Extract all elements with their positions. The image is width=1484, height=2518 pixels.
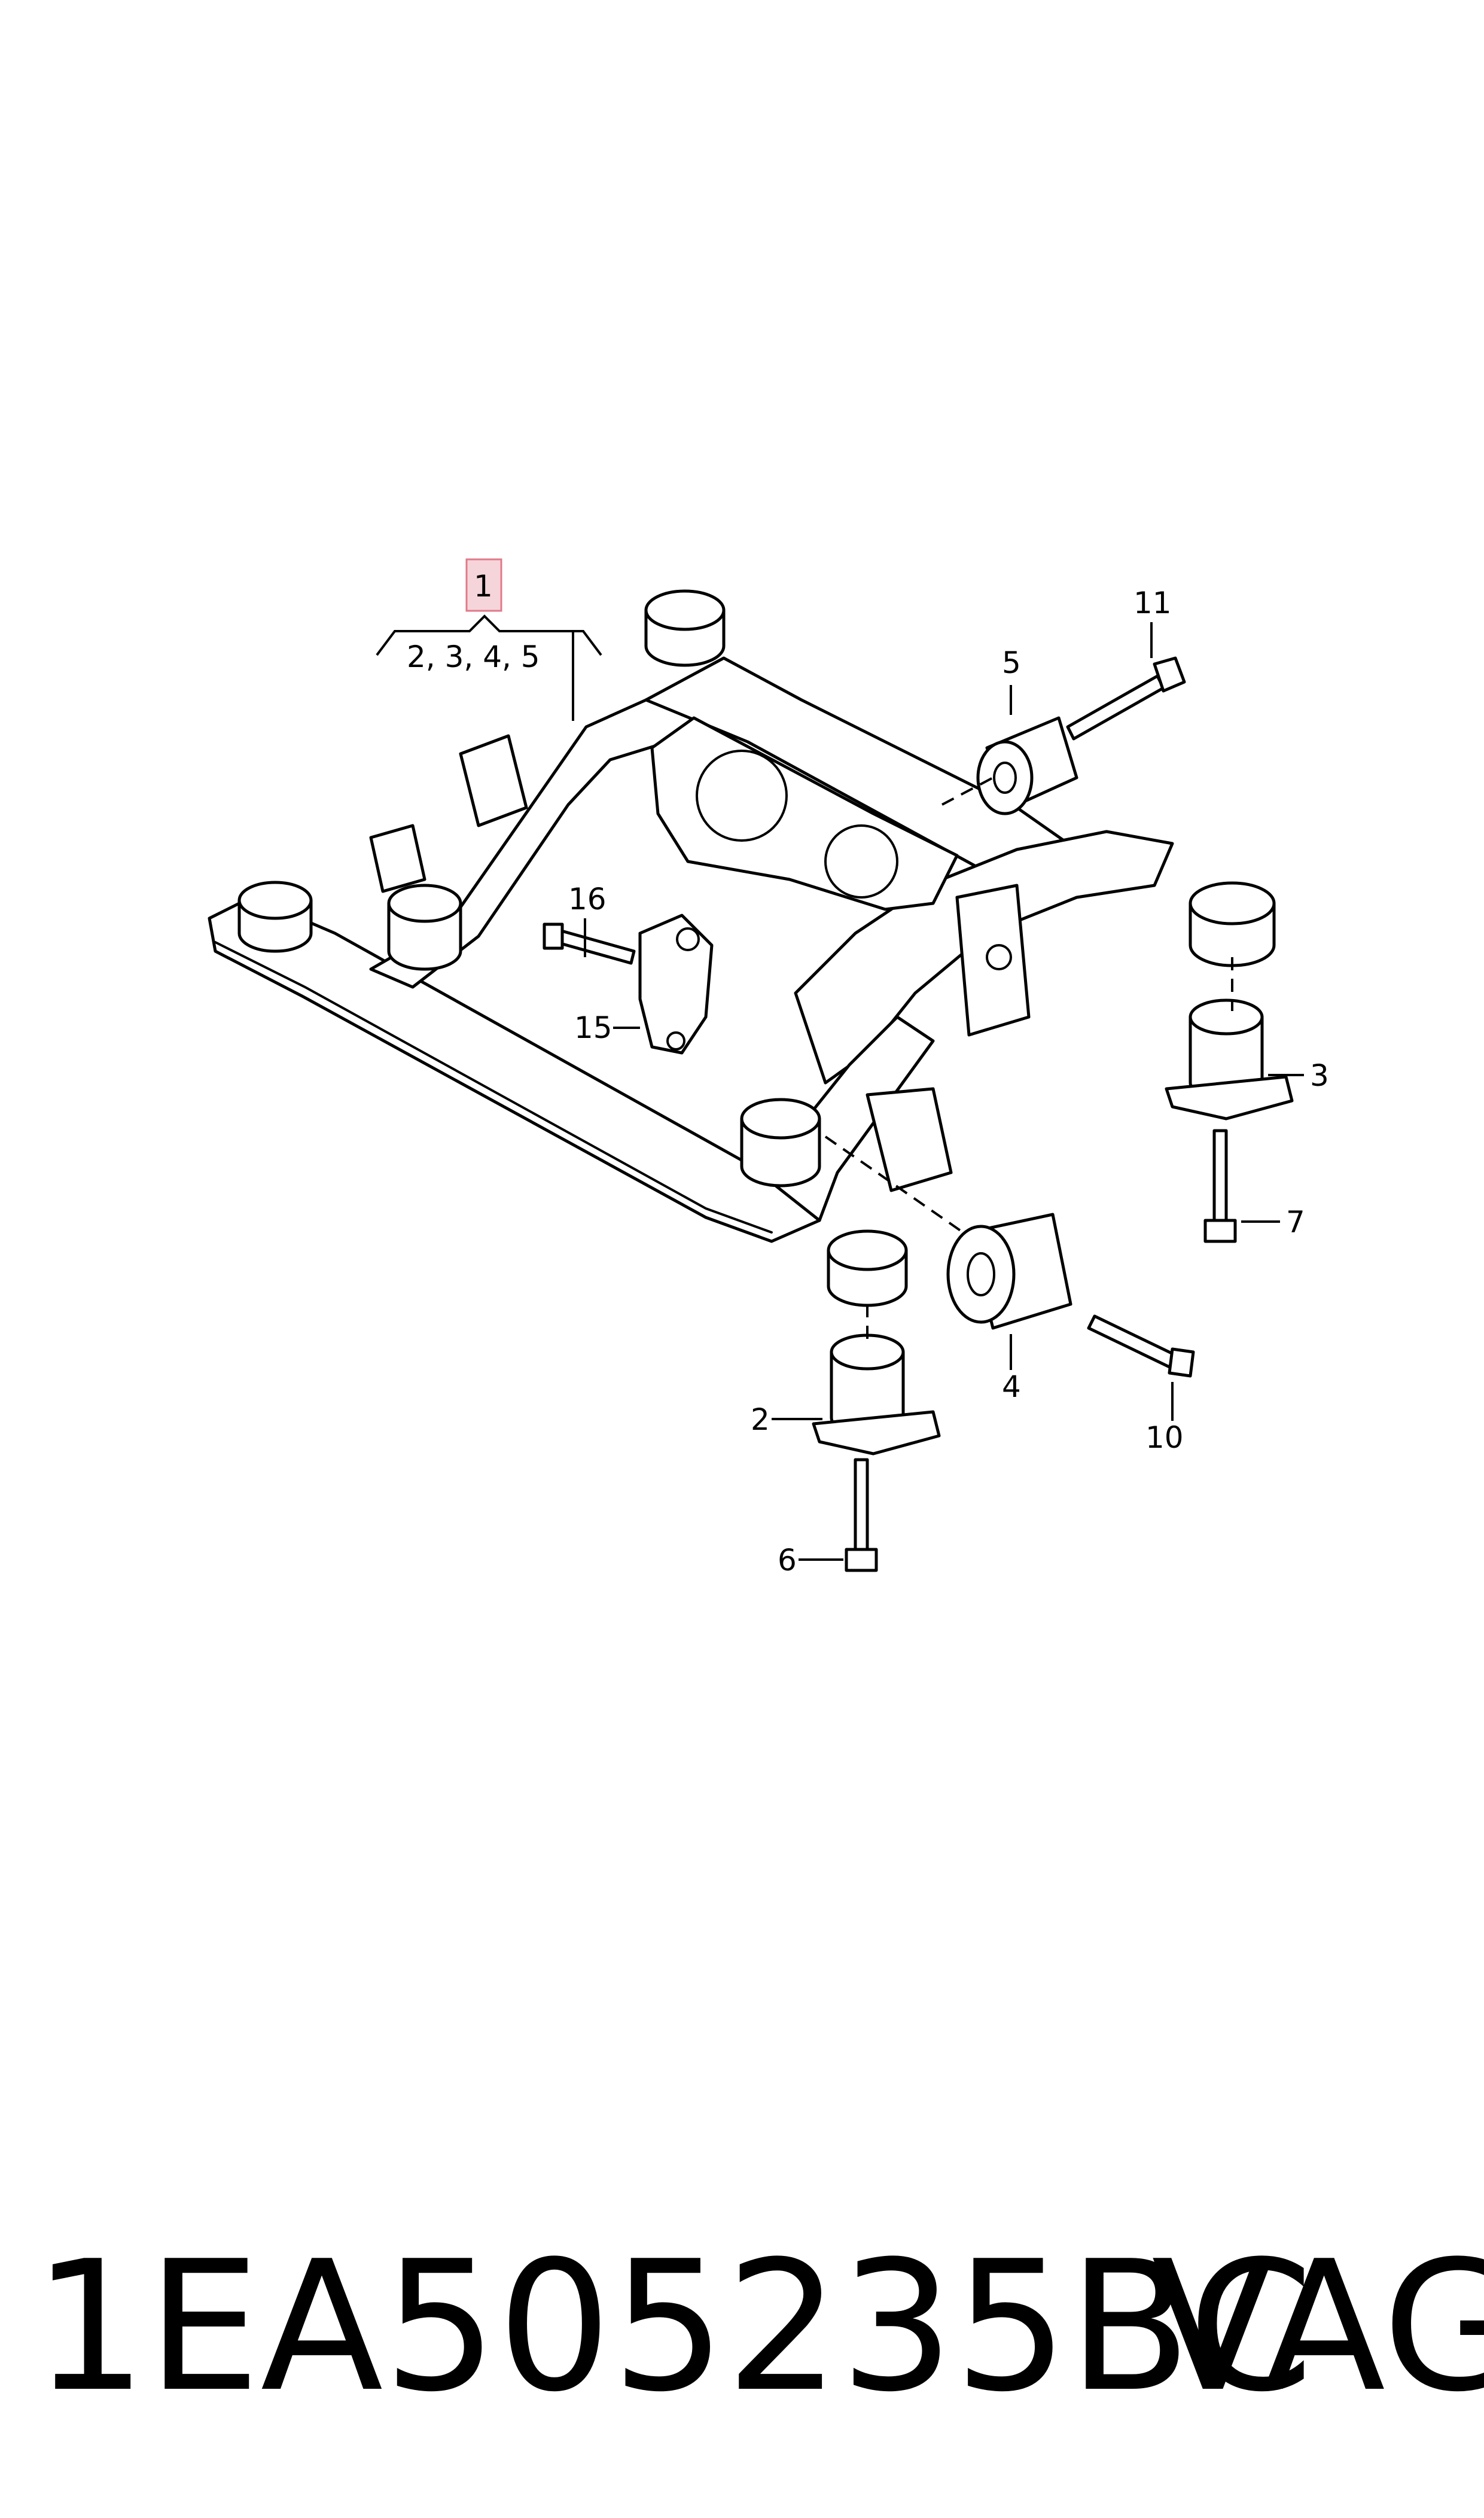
callout-1-highlight	[465, 558, 502, 612]
callout-5: 5	[1002, 646, 1021, 680]
bushing-2	[812, 1333, 941, 1456]
bolt-6	[845, 1458, 878, 1572]
bushing-4	[946, 1213, 1072, 1330]
callout-16: 16	[568, 882, 607, 917]
bushing-5	[976, 716, 1078, 815]
socket-mid-left	[387, 884, 462, 971]
callout-2: 2	[751, 1402, 770, 1437]
callout-6: 6	[778, 1543, 797, 1578]
socket-front-left	[237, 881, 313, 953]
rear-subframe	[208, 589, 1276, 1307]
callout-7: 7	[1286, 1205, 1305, 1240]
axis-4	[824, 1135, 964, 1234]
bolt-7	[1203, 1129, 1237, 1243]
bushing-3	[1165, 998, 1294, 1121]
socket-rear-right	[1189, 881, 1276, 967]
bolt-16	[543, 922, 636, 965]
callout-3: 3	[1310, 1058, 1329, 1093]
bolt-10	[1087, 1314, 1195, 1378]
socket-front-right	[827, 1229, 908, 1307]
callout-1-bracket	[376, 614, 602, 721]
socket-rear-left	[644, 589, 726, 667]
callout-4: 4	[1002, 1369, 1021, 1404]
callout-1-sub: 2, 3, 4, 5	[407, 640, 540, 674]
brand-label: VAG	[1151, 2222, 1484, 2431]
callout-15: 15	[574, 1010, 613, 1045]
callout-11: 11	[1133, 586, 1172, 620]
bolt-11	[1066, 656, 1186, 741]
socket-mid-right	[740, 1098, 821, 1188]
bracket-15	[638, 914, 714, 1055]
callout-1: 1	[474, 569, 493, 604]
part-number: 1EA505235BC	[33, 2222, 1314, 2431]
callout-10: 10	[1145, 1420, 1184, 1455]
axis-5	[941, 777, 994, 806]
